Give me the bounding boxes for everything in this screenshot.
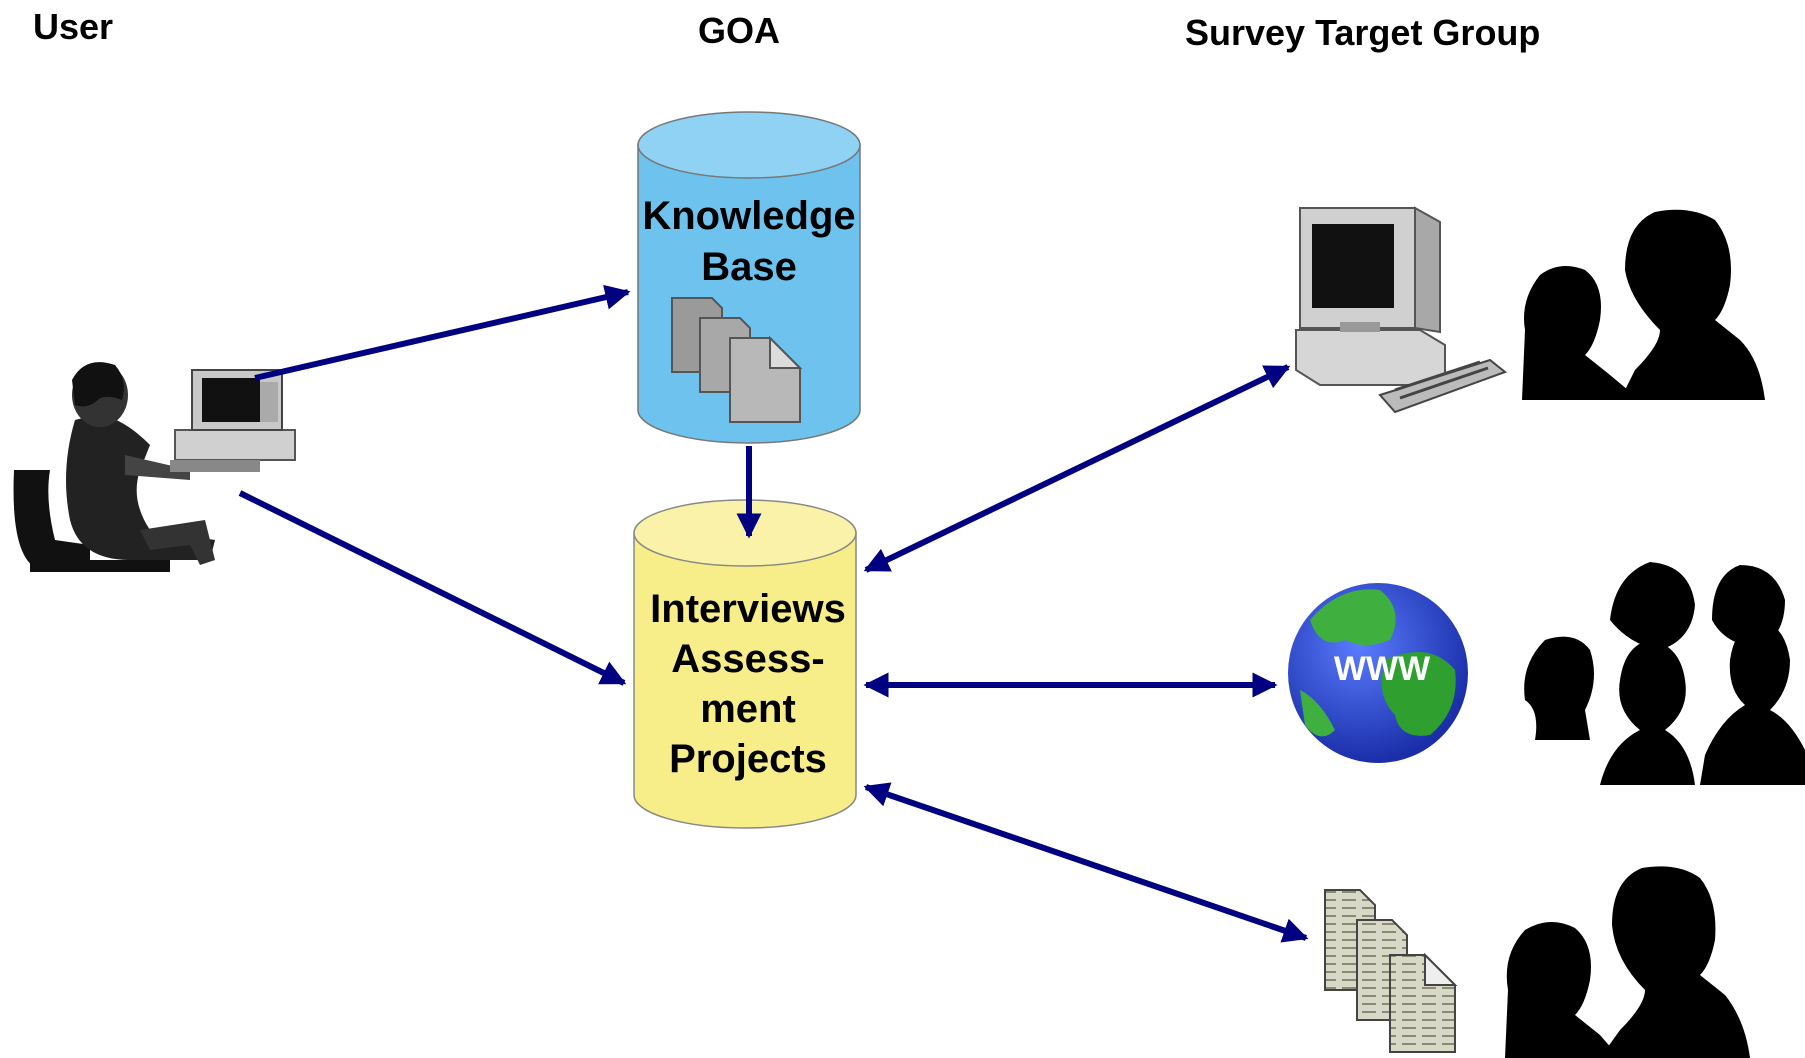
- header-goa: GOA: [698, 10, 781, 51]
- projects-db: Interviews Assess- ment Projects: [633, 499, 857, 829]
- people-silhouette-icon-3: [1505, 866, 1750, 1058]
- desktop-computer-icon: [1295, 206, 1508, 414]
- people-silhouette-icon: [1522, 209, 1765, 400]
- projects-label-line4: Projects: [669, 737, 827, 781]
- globe-label: WWW: [1334, 650, 1431, 688]
- header-survey-target-group: Survey Target Group: [1185, 12, 1541, 53]
- arrow-projects-computer: [863, 364, 1291, 573]
- projects-cylinder-body: [633, 532, 857, 829]
- projects-label-line2: Assess-: [671, 637, 824, 681]
- person-at-computer-icon: [13, 362, 296, 572]
- projects-label-line3: ment: [700, 687, 796, 731]
- kb-label-line2: Base: [701, 245, 797, 289]
- documents-icon: [671, 297, 803, 423]
- projects-label-line1: Interviews: [650, 587, 846, 631]
- arrow-user-to-projects: [238, 490, 627, 686]
- arrows: [238, 284, 1309, 943]
- projects-cylinder-top: [633, 499, 857, 567]
- kb-label-line1: Knowledge: [642, 194, 855, 238]
- globe-www-icon: WWW: [1288, 583, 1468, 763]
- kb-cylinder-top: [637, 111, 861, 179]
- paper-documents-icon: [1324, 889, 1458, 1053]
- people-group-silhouette-icon: [1502, 562, 1805, 785]
- arrow-user-to-kb: [254, 284, 631, 381]
- knowledge-base-db: Knowledge Base: [637, 111, 861, 444]
- header-user: User: [33, 6, 114, 47]
- arrow-projects-paper: [863, 782, 1309, 943]
